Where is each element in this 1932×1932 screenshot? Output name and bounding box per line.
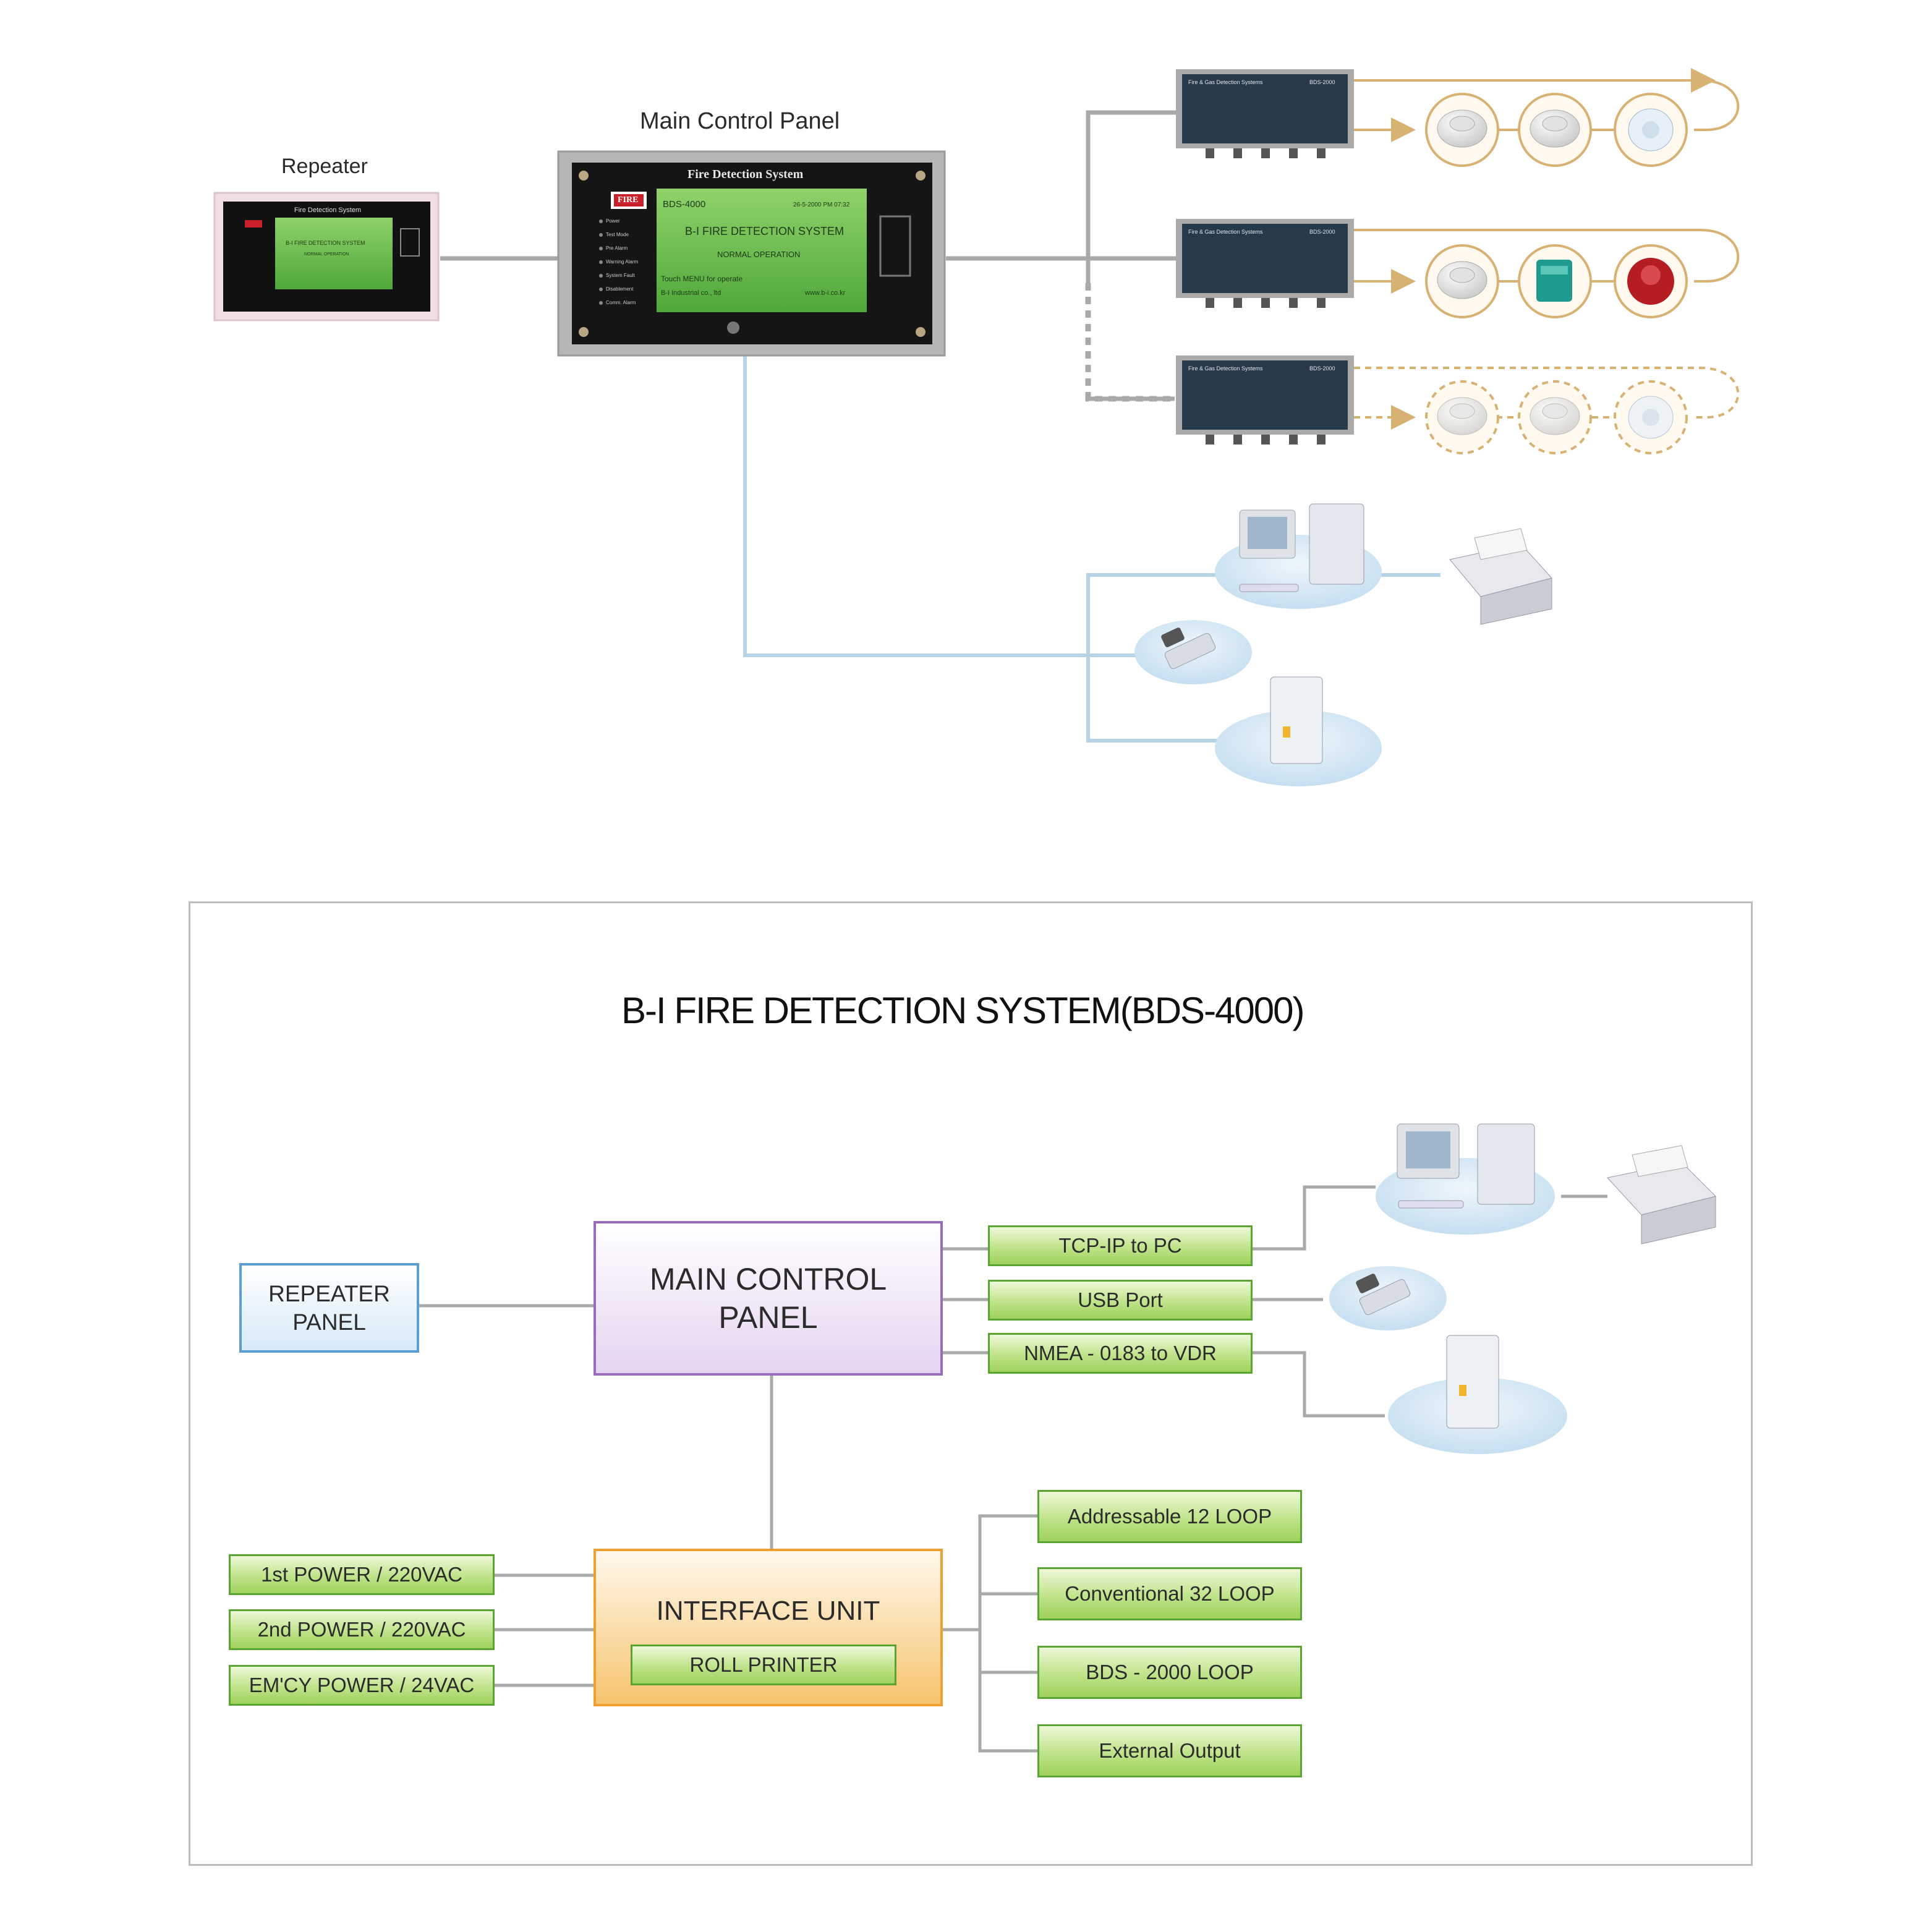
- loop-panel-1-header: Fire & Gas Detection Systems: [1188, 79, 1263, 85]
- printer-icon: [1607, 1145, 1716, 1245]
- panel-company: B-I Industrial co., ltd: [661, 289, 721, 297]
- usb-stick-icon: [1329, 1266, 1447, 1330]
- pc-workstation-icon: [1376, 1123, 1555, 1235]
- detector-loop-3-dashed: [1354, 367, 1740, 454]
- interface-unit-label: INTERFACE UNIT: [656, 1596, 880, 1626]
- main-control-panel-device: [557, 150, 946, 357]
- network-lines: [743, 355, 1440, 743]
- panel-touch-prompt: Touch MENU for operate: [661, 274, 743, 283]
- main-control-panel-line-2: PANEL: [718, 1300, 818, 1335]
- panel-header: Fire Detection System: [687, 168, 804, 181]
- vdr-cabinet-icon: [1215, 676, 1382, 786]
- svg-text:Fire Detection System: Fire Detection System: [294, 206, 361, 214]
- detector-icons-row-3: [1437, 396, 1674, 439]
- side-indicator: System Fault: [606, 273, 635, 278]
- loop-panel-3-header: Fire & Gas Detection Systems: [1188, 365, 1263, 372]
- output-tcp-ip: TCP-IP to PC: [988, 1225, 1253, 1266]
- loop-addressable: Addressable 12 LOOP: [1037, 1490, 1302, 1543]
- side-indicator: Warning Alarm: [606, 259, 639, 265]
- side-indicator: Pre Alarm: [606, 245, 628, 251]
- roll-printer-box: ROLL PRINTER: [631, 1645, 896, 1685]
- loop-panel-1-model: BDS-2000: [1309, 79, 1335, 85]
- panel-timestamp: 26-5-2000 PM 07:32: [793, 202, 850, 208]
- repeater-panel-box: REPEATER PANEL: [239, 1263, 419, 1353]
- repeater-label: Repeater: [281, 155, 368, 178]
- repeater-panel-line-2: PANEL: [292, 1309, 366, 1335]
- repeater-device: Fire Detection System: [213, 192, 440, 321]
- side-indicator: Power: [606, 218, 620, 224]
- panel-model: BDS-4000: [663, 199, 706, 210]
- fire-badge: FIRE: [618, 195, 639, 205]
- repeater-screen-status: NORMAL OPERATION: [304, 252, 349, 257]
- vdr-cabinet-icon: [1388, 1335, 1567, 1454]
- repeater-panel-line-1: REPEATER: [268, 1280, 390, 1306]
- output-usb-port: USB Port: [988, 1280, 1253, 1321]
- power-input-2: 2nd POWER / 220VAC: [229, 1609, 495, 1650]
- smoke-detector-icon: [1437, 108, 1674, 151]
- loop-panel-3-model: BDS-2000: [1309, 365, 1335, 372]
- loop-panel-1: [1176, 69, 1354, 158]
- printer-icon: [1449, 528, 1552, 625]
- power-input-emcy: EM'CY POWER / 24VAC: [229, 1665, 495, 1706]
- usb-stick-icon: [1134, 620, 1252, 684]
- repeater-screen-title: B-I FIRE DETECTION SYSTEM: [286, 240, 365, 246]
- output-nmea: NMEA - 0183 to VDR: [988, 1333, 1253, 1374]
- top-diagram: Fire Detection System: [213, 68, 1740, 786]
- panel-side-indicators: Power Test Mode Pre Alarm Warning Alarm …: [606, 216, 655, 312]
- main-panel-label: Main Control Panel: [640, 108, 840, 134]
- main-control-panel-line-1: MAIN CONTROL: [649, 1262, 887, 1296]
- panel-title: B-I FIRE DETECTION SYSTEM: [685, 225, 845, 237]
- loop-panel-2: [1176, 219, 1354, 308]
- side-indicator: Comm. Alarm: [606, 300, 636, 305]
- detector-icons-row-2: [1437, 258, 1674, 305]
- system-title: B-I FIRE DETECTION SYSTEM(BDS-4000): [621, 990, 1305, 1031]
- side-indicator: Test Mode: [606, 232, 629, 237]
- loop-panel-2-model: BDS-2000: [1309, 229, 1335, 235]
- panel-connectors: [440, 110, 1181, 402]
- side-indicator: Disablement: [606, 286, 634, 292]
- system-diagram-frame: [189, 901, 1753, 1866]
- loop-external-output: External Output: [1037, 1724, 1302, 1777]
- loop-bds-2000: BDS - 2000 LOOP: [1037, 1646, 1302, 1699]
- pc-workstation-icon: [1215, 503, 1382, 609]
- loop-panel-2-header: Fire & Gas Detection Systems: [1188, 229, 1263, 235]
- panel-status: NORMAL OPERATION: [717, 250, 801, 259]
- panel-website: www.b-i.co.kr: [805, 289, 846, 297]
- main-control-panel-box: MAIN CONTROL PANEL: [594, 1221, 943, 1376]
- loop-panel-3: [1176, 355, 1354, 445]
- power-input-1: 1st POWER / 220VAC: [229, 1554, 495, 1595]
- loop-conventional: Conventional 32 LOOP: [1037, 1567, 1302, 1620]
